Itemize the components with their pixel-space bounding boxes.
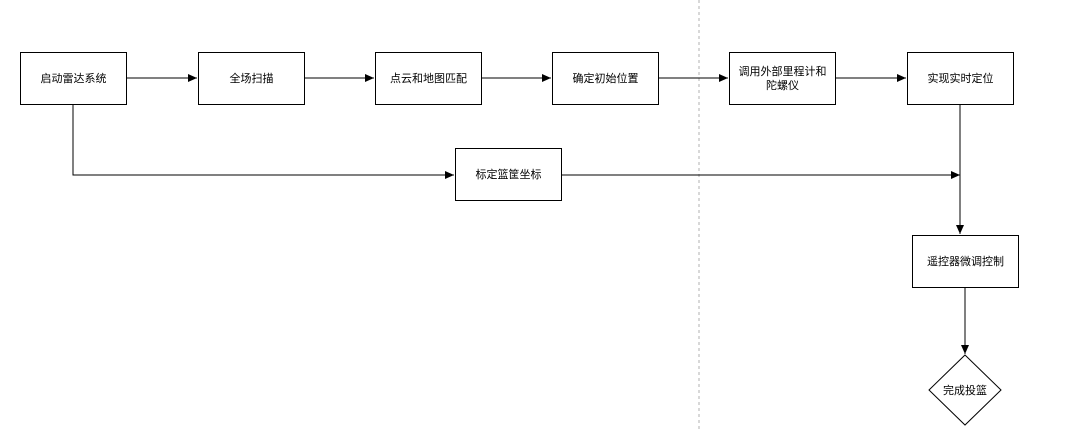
node-basket-coords: 标定篮筐坐标: [455, 148, 562, 201]
node-point-cloud-match: 点云和地图匹配: [375, 52, 482, 105]
node-odometer-gyro-label: 调用外部里程计和陀螺仪: [738, 64, 827, 92]
node-full-scan-label: 全场扫描: [229, 71, 274, 85]
node-odometer-gyro: 调用外部里程计和陀螺仪: [729, 52, 836, 105]
node-basket-coords-label: 标定篮筐坐标: [475, 167, 542, 181]
node-point-cloud-match-label: 点云和地图匹配: [390, 71, 467, 85]
node-realtime-position-label: 实现实时定位: [927, 71, 994, 85]
node-realtime-position: 实现实时定位: [907, 52, 1014, 105]
shoot-diamond: [928, 354, 1002, 426]
node-start-radar-label: 启动雷达系统: [40, 71, 107, 85]
edge-start-to-basket: [72, 105, 454, 179]
node-initial-position-label: 确定初始位置: [572, 71, 639, 85]
node-remote-control: 遥控器微调控制: [912, 235, 1019, 288]
node-shoot-label: 完成投篮: [943, 384, 987, 397]
node-start-radar: 启动雷达系统: [20, 52, 127, 105]
node-remote-control-label: 遥控器微调控制: [927, 254, 1004, 268]
node-full-scan: 全场扫描: [198, 52, 305, 105]
node-initial-position: 确定初始位置: [552, 52, 659, 105]
